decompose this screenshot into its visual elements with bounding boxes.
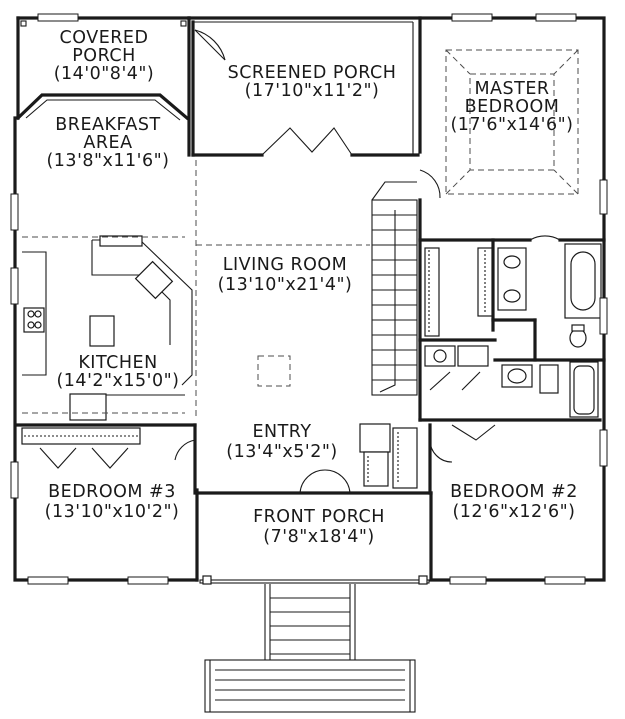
entry-doors xyxy=(299,469,351,494)
bedroom-2-dims: (12'6"x12'6") xyxy=(452,502,575,522)
kitchen-label: KITCHEN xyxy=(78,353,157,373)
breakfast-area-label-line2: AREA xyxy=(83,133,132,153)
screened-porch-label: SCREENED PORCH xyxy=(228,63,397,83)
front-porch-steps xyxy=(199,575,430,713)
living-room-label: LIVING ROOM xyxy=(223,255,348,275)
dashed-outlines xyxy=(195,49,579,418)
laundry xyxy=(424,345,489,391)
breakfast-bay xyxy=(15,93,190,121)
bedroom-3-dims: (13'10"x10'2") xyxy=(45,502,180,522)
screened-porch-walls xyxy=(191,20,420,157)
entry-label: ENTRY xyxy=(252,422,311,442)
master-bedroom-dims: (17'6"x14'6") xyxy=(450,115,573,135)
breakfast-area-dims: (13'8"x11'6") xyxy=(46,151,169,171)
master-bath xyxy=(497,243,602,418)
covered-porch-dims: (14'0"8'4") xyxy=(54,64,155,84)
covered-porch-label-line1: COVERED xyxy=(60,28,149,48)
covered-porch-label-line2: PORCH xyxy=(72,46,136,66)
kitchen-counters xyxy=(22,235,193,421)
staircase xyxy=(371,181,418,396)
breakfast-area-label-line1: BREAKFAST xyxy=(55,115,160,135)
screened-porch-dims: (17'10"x11'2") xyxy=(245,81,380,101)
entry-dims: (13'4"x5'2") xyxy=(226,442,337,462)
front-porch-dims: (7'8"x18'4") xyxy=(263,527,374,547)
windows xyxy=(10,13,608,585)
entry-closets xyxy=(359,423,418,489)
covered-porch-frame xyxy=(20,20,187,27)
bedroom-2-label: BEDROOM #2 xyxy=(450,482,578,502)
room-labels: COVERED PORCH (14'0"8'4") SCREENED PORCH… xyxy=(45,28,578,547)
bedroom3-closet xyxy=(21,427,141,469)
living-room-dims: (13'10"x21'4") xyxy=(218,275,353,295)
master-bedroom-label-line1: MASTER xyxy=(474,79,549,99)
kitchen-dims: (14'2"x15'0") xyxy=(56,371,179,391)
front-porch-label: FRONT PORCH xyxy=(253,507,385,527)
master-bedroom-label-line2: BEDROOM xyxy=(465,97,560,117)
bedroom-walls xyxy=(16,423,496,495)
master-suite-walls xyxy=(418,169,606,422)
bedroom-3-label: BEDROOM #3 xyxy=(48,482,176,502)
closet-rods xyxy=(424,247,493,337)
